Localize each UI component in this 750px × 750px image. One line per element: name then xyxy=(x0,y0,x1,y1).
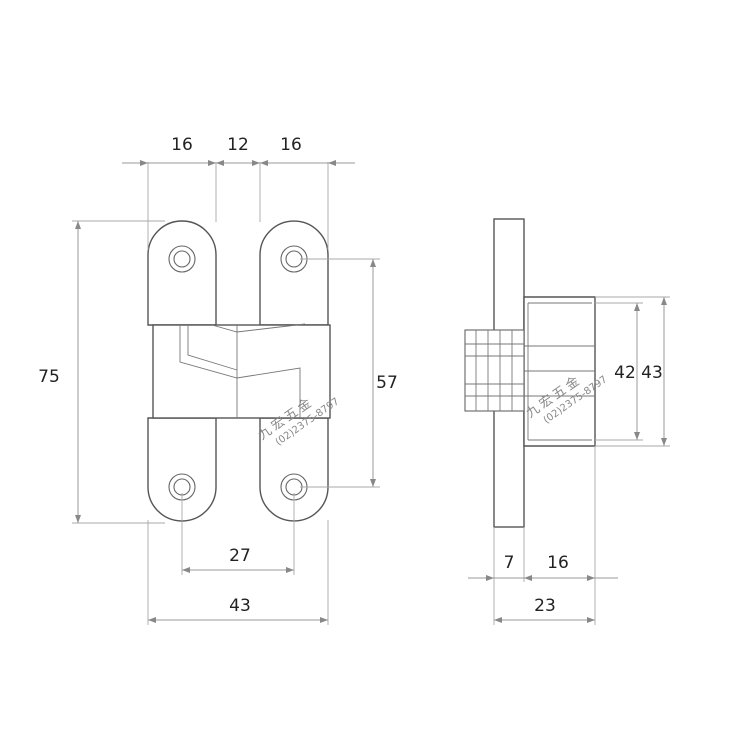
dim-label-43-bottom: 43 xyxy=(229,596,251,616)
side-mechanism xyxy=(464,329,525,412)
side-view xyxy=(464,218,596,528)
screw-hole-upper-left xyxy=(168,245,196,273)
side-dimensions: 42 43 7 16 23 xyxy=(468,296,670,625)
dim-label-23: 23 xyxy=(534,596,556,616)
dim-label-57: 57 xyxy=(376,373,398,393)
hinge-body xyxy=(152,323,331,419)
dim-label-75: 75 xyxy=(38,367,60,387)
dim-label-42: 42 xyxy=(614,363,636,383)
lower-left-knuckle xyxy=(147,417,217,522)
upper-left-knuckle xyxy=(147,220,217,326)
dim-label-12: 12 xyxy=(227,135,249,155)
front-view xyxy=(147,220,331,522)
dim-label-43-side: 43 xyxy=(641,363,663,383)
dim-label-27: 27 xyxy=(229,546,251,566)
lower-right-knuckle xyxy=(259,417,329,522)
dim-label-16-side: 16 xyxy=(547,553,569,573)
upper-right-knuckle xyxy=(259,220,329,326)
front-dimensions: 16 12 16 75 57 27 43 xyxy=(38,135,398,625)
dim-label-16-left: 16 xyxy=(171,135,193,155)
dim-label-16-right: 16 xyxy=(280,135,302,155)
screw-hole-lower-left xyxy=(168,473,196,501)
dim-label-7: 7 xyxy=(504,553,515,573)
side-body xyxy=(523,296,596,447)
